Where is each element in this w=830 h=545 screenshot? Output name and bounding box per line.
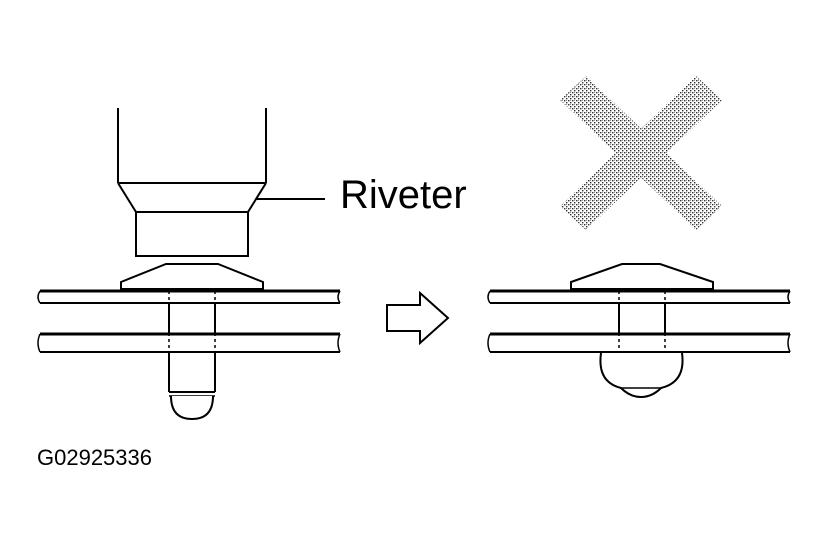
cross-icon	[560, 76, 722, 230]
right-panel	[487, 76, 791, 399]
top-plate-right	[487, 289, 791, 304]
arrow-icon	[386, 290, 450, 346]
top-plate	[37, 289, 341, 304]
left-panel	[37, 108, 341, 421]
rivet-shank-set	[599, 291, 684, 399]
riveter-label: Riveter	[340, 173, 467, 217]
riveter-tool	[117, 108, 325, 257]
rivet-head	[120, 263, 264, 290]
rivet-head-deformed	[570, 263, 714, 290]
rivet-shank	[168, 291, 216, 421]
figure-id: G02925336	[37, 445, 152, 470]
rivet-bulb	[599, 352, 684, 399]
bottom-plate-right	[487, 332, 791, 353]
bottom-plate	[37, 332, 341, 353]
